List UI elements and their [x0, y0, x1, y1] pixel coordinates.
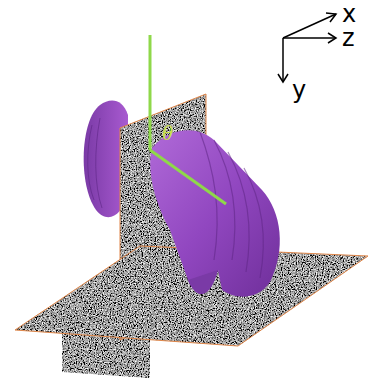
- z-axis-arrow: [283, 37, 336, 39]
- angle-label: θ: [162, 122, 173, 144]
- isosurface-tube: [150, 130, 280, 297]
- isosurface-tail: [188, 270, 218, 294]
- x-axis-arrow: [283, 14, 336, 38]
- axis-label: x: [342, 2, 356, 26]
- axis-label: y: [292, 78, 306, 102]
- surface-ripple: [200, 132, 263, 278]
- y-axis-arrow: [282, 38, 284, 82]
- reference-axis: [149, 35, 152, 150]
- reference-axis: [150, 150, 226, 204]
- arrowhead: [278, 74, 288, 82]
- arrowhead: [328, 33, 336, 43]
- axis-triad: [278, 13, 336, 82]
- arrowhead: [326, 13, 336, 22]
- axis-label: z: [342, 26, 355, 50]
- surface-ripple: [88, 118, 102, 208]
